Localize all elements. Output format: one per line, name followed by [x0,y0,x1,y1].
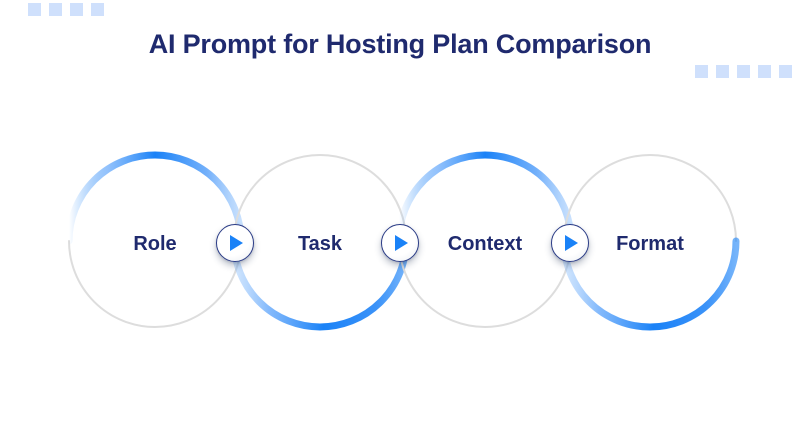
page-title: AI Prompt for Hosting Plan Comparison [148,29,652,59]
decor-squares-top-left [28,3,104,16]
step-label-context: Context [447,233,523,255]
ring-format-blue-arc [560,237,740,331]
play-arrow-icon [230,235,243,251]
decor-square [758,65,771,78]
play-arrow-icon [565,235,578,251]
decor-squares-top-right [695,65,792,78]
decor-square [49,3,62,16]
step-label-role: Role [133,233,177,255]
decor-square [28,3,41,16]
connector-badge-role-to-task [216,224,254,262]
ring-format [560,154,740,331]
decor-square [695,65,708,78]
decor-square [779,65,792,78]
decor-square [70,3,83,16]
decor-square [737,65,750,78]
ring-role-blue-arc [65,151,245,245]
ring-context [395,151,575,328]
ring-task-gray-arc [233,154,407,242]
play-arrow-icon [395,235,408,251]
decor-square [716,65,729,78]
connector-badge-context-to-format [551,224,589,262]
step-label-format: Format [616,233,684,255]
ring-task-blue-arc [230,237,410,331]
ring-role [65,151,245,328]
step-label-task: Task [297,233,343,255]
ring-format-gray-arc [563,154,737,242]
ring-context-gray-arc [398,240,572,328]
ring-task [230,154,410,331]
decor-square [91,3,104,16]
connector-badge-task-to-context [381,224,419,262]
ring-role-gray-arc [68,240,242,328]
ring-context-blue-arc [395,151,575,245]
